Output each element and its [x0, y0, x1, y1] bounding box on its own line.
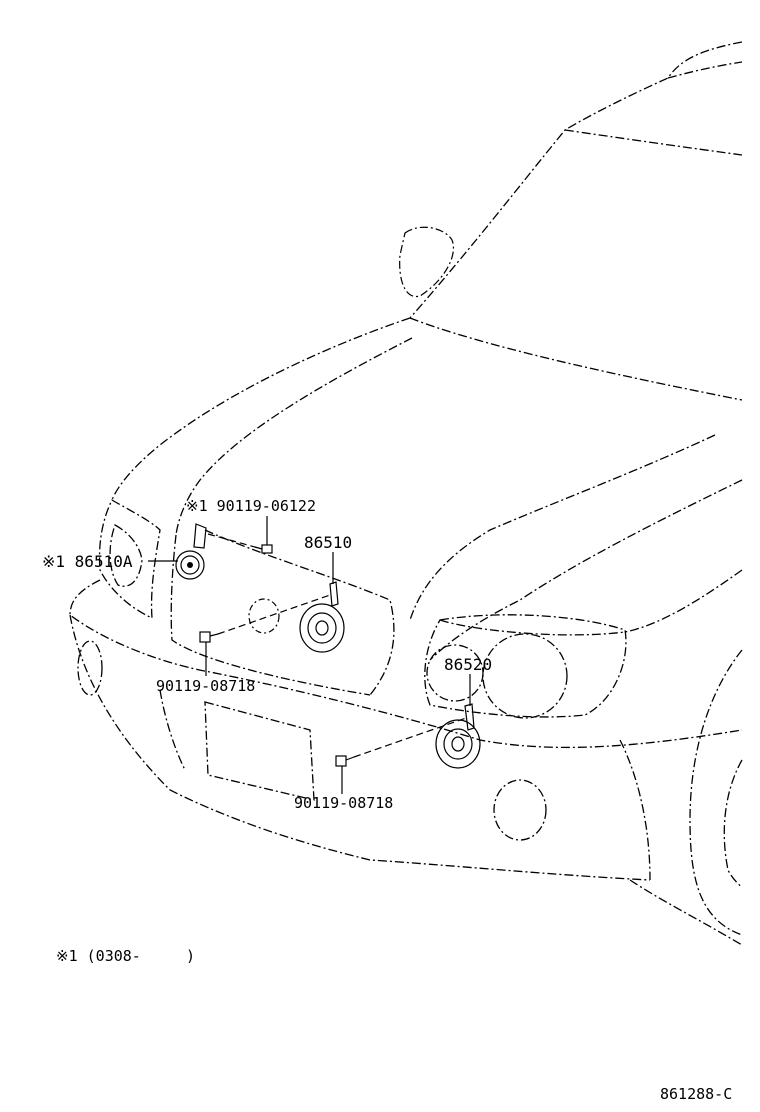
- fender-bottom: [629, 879, 743, 946]
- align-line-left: [217, 594, 331, 635]
- left-headlamp-lens: [109, 524, 143, 587]
- bumper-lower-lip: [159, 689, 186, 771]
- horn-ghost: [248, 598, 280, 634]
- label-90119-06122: ※1 90119-06122: [186, 497, 316, 515]
- align-line-top: [207, 533, 263, 550]
- horn-86510a: [175, 550, 205, 580]
- right-headlamp-brow: [439, 619, 626, 636]
- align-line-bottom: [353, 717, 467, 758]
- figure-code: 861288-C: [660, 1085, 732, 1103]
- hood-rear-edge: [409, 317, 743, 401]
- bolt-90119-08718-bottom: [335, 755, 355, 767]
- bolt-90119-08718-left: [199, 631, 219, 643]
- hood-left-edge: [111, 317, 411, 501]
- right-headlamp-lens-outer: [482, 633, 568, 719]
- roof-rail: [667, 61, 743, 79]
- fender-line: [624, 569, 743, 633]
- front-bumper-bottom: [69, 614, 651, 881]
- bumper-right-edge: [619, 739, 651, 881]
- label-90119-08718-bottom: 90119-08718: [294, 794, 393, 812]
- hood-crease-left: [175, 337, 413, 536]
- hood-right-edge: [429, 479, 743, 661]
- hood-right-crease: [409, 434, 716, 621]
- roof-edge: [564, 129, 743, 156]
- grille-outline: [204, 529, 395, 696]
- horn-86520: [435, 703, 481, 769]
- left-headlamp: [98, 499, 161, 620]
- left-fog-lamp: [77, 640, 103, 696]
- label-86520: 86520: [444, 655, 492, 674]
- label-86510a: ※1 86510A: [42, 552, 133, 571]
- footnote: ※1 (0308- ): [56, 947, 195, 965]
- right-headlamp-lens-inner: [426, 644, 484, 702]
- windshield-outline: [409, 41, 743, 319]
- horn-86510: [299, 581, 345, 653]
- hood-front-edge: [170, 534, 371, 696]
- license-plate: [204, 701, 315, 801]
- right-fog-lamp: [493, 779, 547, 841]
- label-90119-08718-left: 90119-08718: [156, 677, 255, 695]
- front-tire: [723, 759, 743, 889]
- front-wheel-arch: [689, 649, 743, 936]
- side-mirror: [399, 226, 454, 298]
- front-bumper-top: [69, 579, 743, 749]
- label-86510: 86510: [304, 533, 352, 552]
- horn-bracket-alt: [193, 523, 207, 549]
